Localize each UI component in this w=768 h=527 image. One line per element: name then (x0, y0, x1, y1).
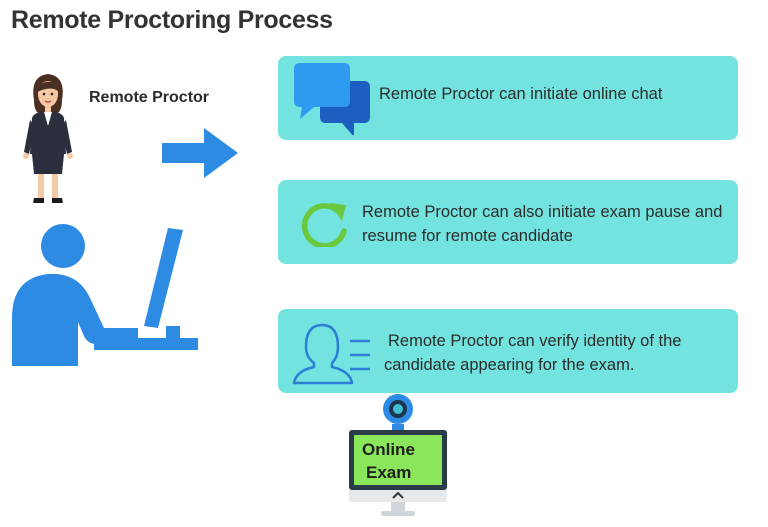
monitor-screen-label: Online Exam (362, 438, 432, 484)
chat-card: Remote Proctor can initiate online chat (278, 56, 738, 140)
pause-resume-card-line-2: resume for remote candidate (362, 227, 573, 245)
monitor-label-line-2: Exam (366, 463, 412, 482)
webcam-icon (383, 394, 413, 430)
chat-card-text: Remote Proctor can initiate online chat (379, 82, 662, 106)
refresh-icon (301, 203, 347, 247)
verify-identity-card-line-1: Remote Proctor can verify identity of th… (388, 332, 682, 350)
verify-identity-card-text: Remote Proctor can verify identity of th… (384, 329, 728, 377)
pause-resume-card-text: Remote Proctor can also initiate exam pa… (362, 200, 734, 248)
pause-resume-card: Remote Proctor can also initiate exam pa… (278, 180, 738, 264)
proctor-woman-icon (23, 74, 73, 203)
person-at-computer-icon (12, 224, 198, 366)
proctor-label: Remote Proctor (89, 89, 210, 106)
verify-identity-card-line-2: candidate appearing for the exam. (384, 356, 635, 374)
monitor-icon (349, 430, 447, 516)
page-title: Remote Proctoring Process (11, 6, 333, 34)
verify-identity-card: Remote Proctor can verify identity of th… (278, 309, 738, 393)
arrow-right-icon (162, 128, 238, 178)
pause-resume-card-line-1: Remote Proctor can also initiate exam pa… (362, 203, 723, 221)
chat-card-line-1: Remote Proctor can initiate online chat (379, 85, 663, 103)
chat-bubbles-icon (294, 63, 370, 135)
monitor-label-line-1: Online (362, 440, 415, 459)
user-id-icon (292, 323, 370, 385)
